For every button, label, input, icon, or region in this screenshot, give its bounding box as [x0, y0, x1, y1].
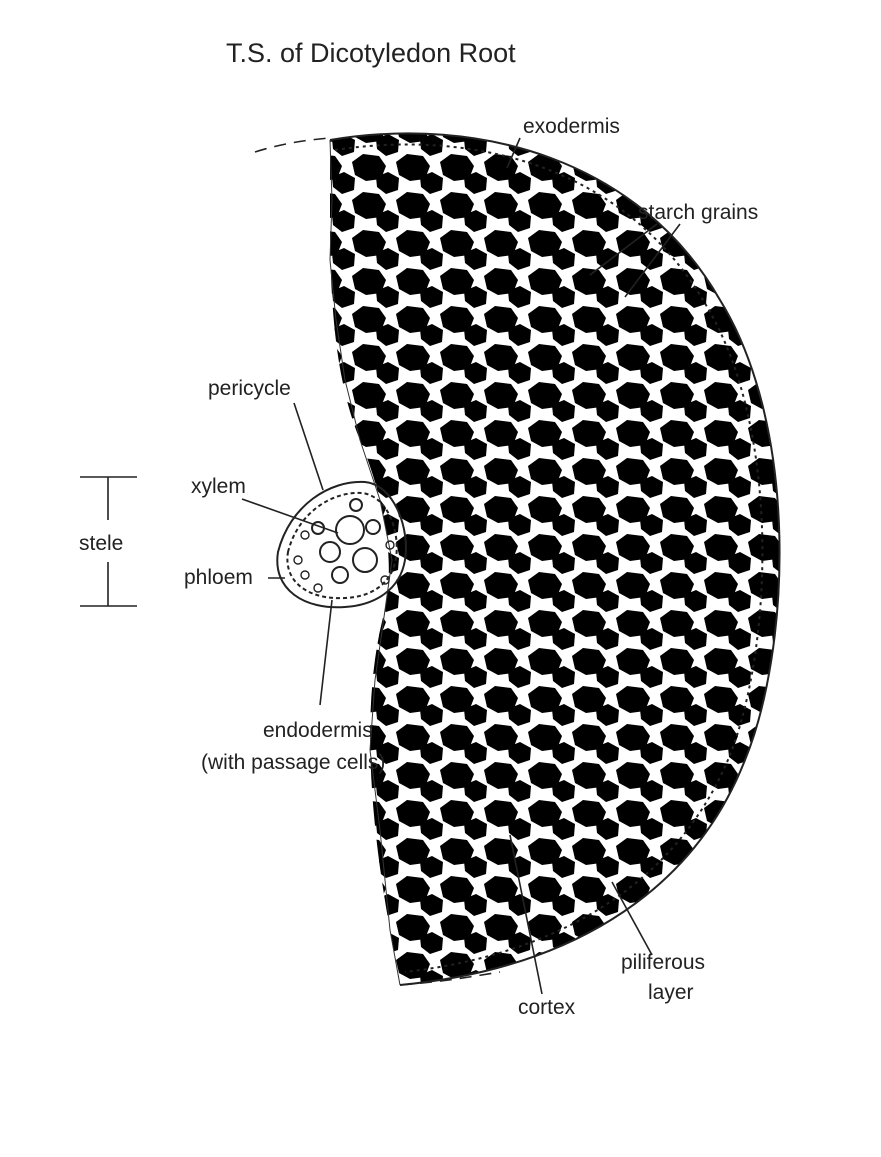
root-outer-boundary	[329, 132, 781, 986]
xylem-vessel	[331, 566, 349, 584]
piliferous-leader	[611, 881, 653, 956]
starch-grains-leader	[589, 223, 658, 276]
xylem-vessel	[319, 541, 341, 563]
pericycle-ring	[286, 491, 398, 600]
piliferous-label: piliferous	[621, 951, 705, 974]
stele-bracket	[80, 476, 137, 607]
starch-grains-leader	[624, 223, 681, 298]
diagram-title: T.S. of Dicotyledon Root	[226, 38, 516, 68]
dashed-continuation-bottom	[399, 971, 501, 986]
phloem-cell	[293, 555, 303, 565]
endodermis-leader	[319, 599, 333, 706]
endodermis-ring	[276, 480, 407, 609]
exodermis-band	[334, 143, 764, 973]
cortex-label: cortex	[518, 996, 576, 1019]
stele-vascular-cylinder	[276, 480, 407, 609]
phloem-cell	[380, 575, 390, 585]
exodermis-leader	[506, 137, 521, 169]
exodermis-label: exodermis	[523, 115, 620, 138]
phloem-cell	[313, 583, 323, 593]
endodermis-label-note: (with passage cells)	[201, 751, 385, 774]
xylem-vessel	[365, 519, 381, 535]
xylem-vessel	[335, 515, 365, 545]
xylem-label: xylem	[191, 475, 246, 498]
stele-label: stele	[79, 532, 123, 555]
cortex-leader	[509, 834, 543, 995]
phloem-cell	[385, 540, 395, 550]
endodermis-label: endodermis	[263, 719, 373, 742]
xylem-vessel	[349, 498, 363, 512]
phloem-cell	[300, 570, 310, 580]
phloem-cell	[300, 530, 310, 540]
dashed-continuation-top	[254, 137, 331, 153]
phloem-label: phloem	[184, 566, 253, 589]
xylem-leader	[241, 498, 339, 534]
starch-grains-label: starch grains	[638, 201, 758, 224]
piliferous-label-line2: layer	[648, 981, 694, 1004]
pericycle-label: pericycle	[208, 377, 291, 400]
cut-edge	[329, 139, 401, 986]
xylem-vessel	[352, 547, 378, 573]
pericycle-leader	[293, 402, 324, 491]
